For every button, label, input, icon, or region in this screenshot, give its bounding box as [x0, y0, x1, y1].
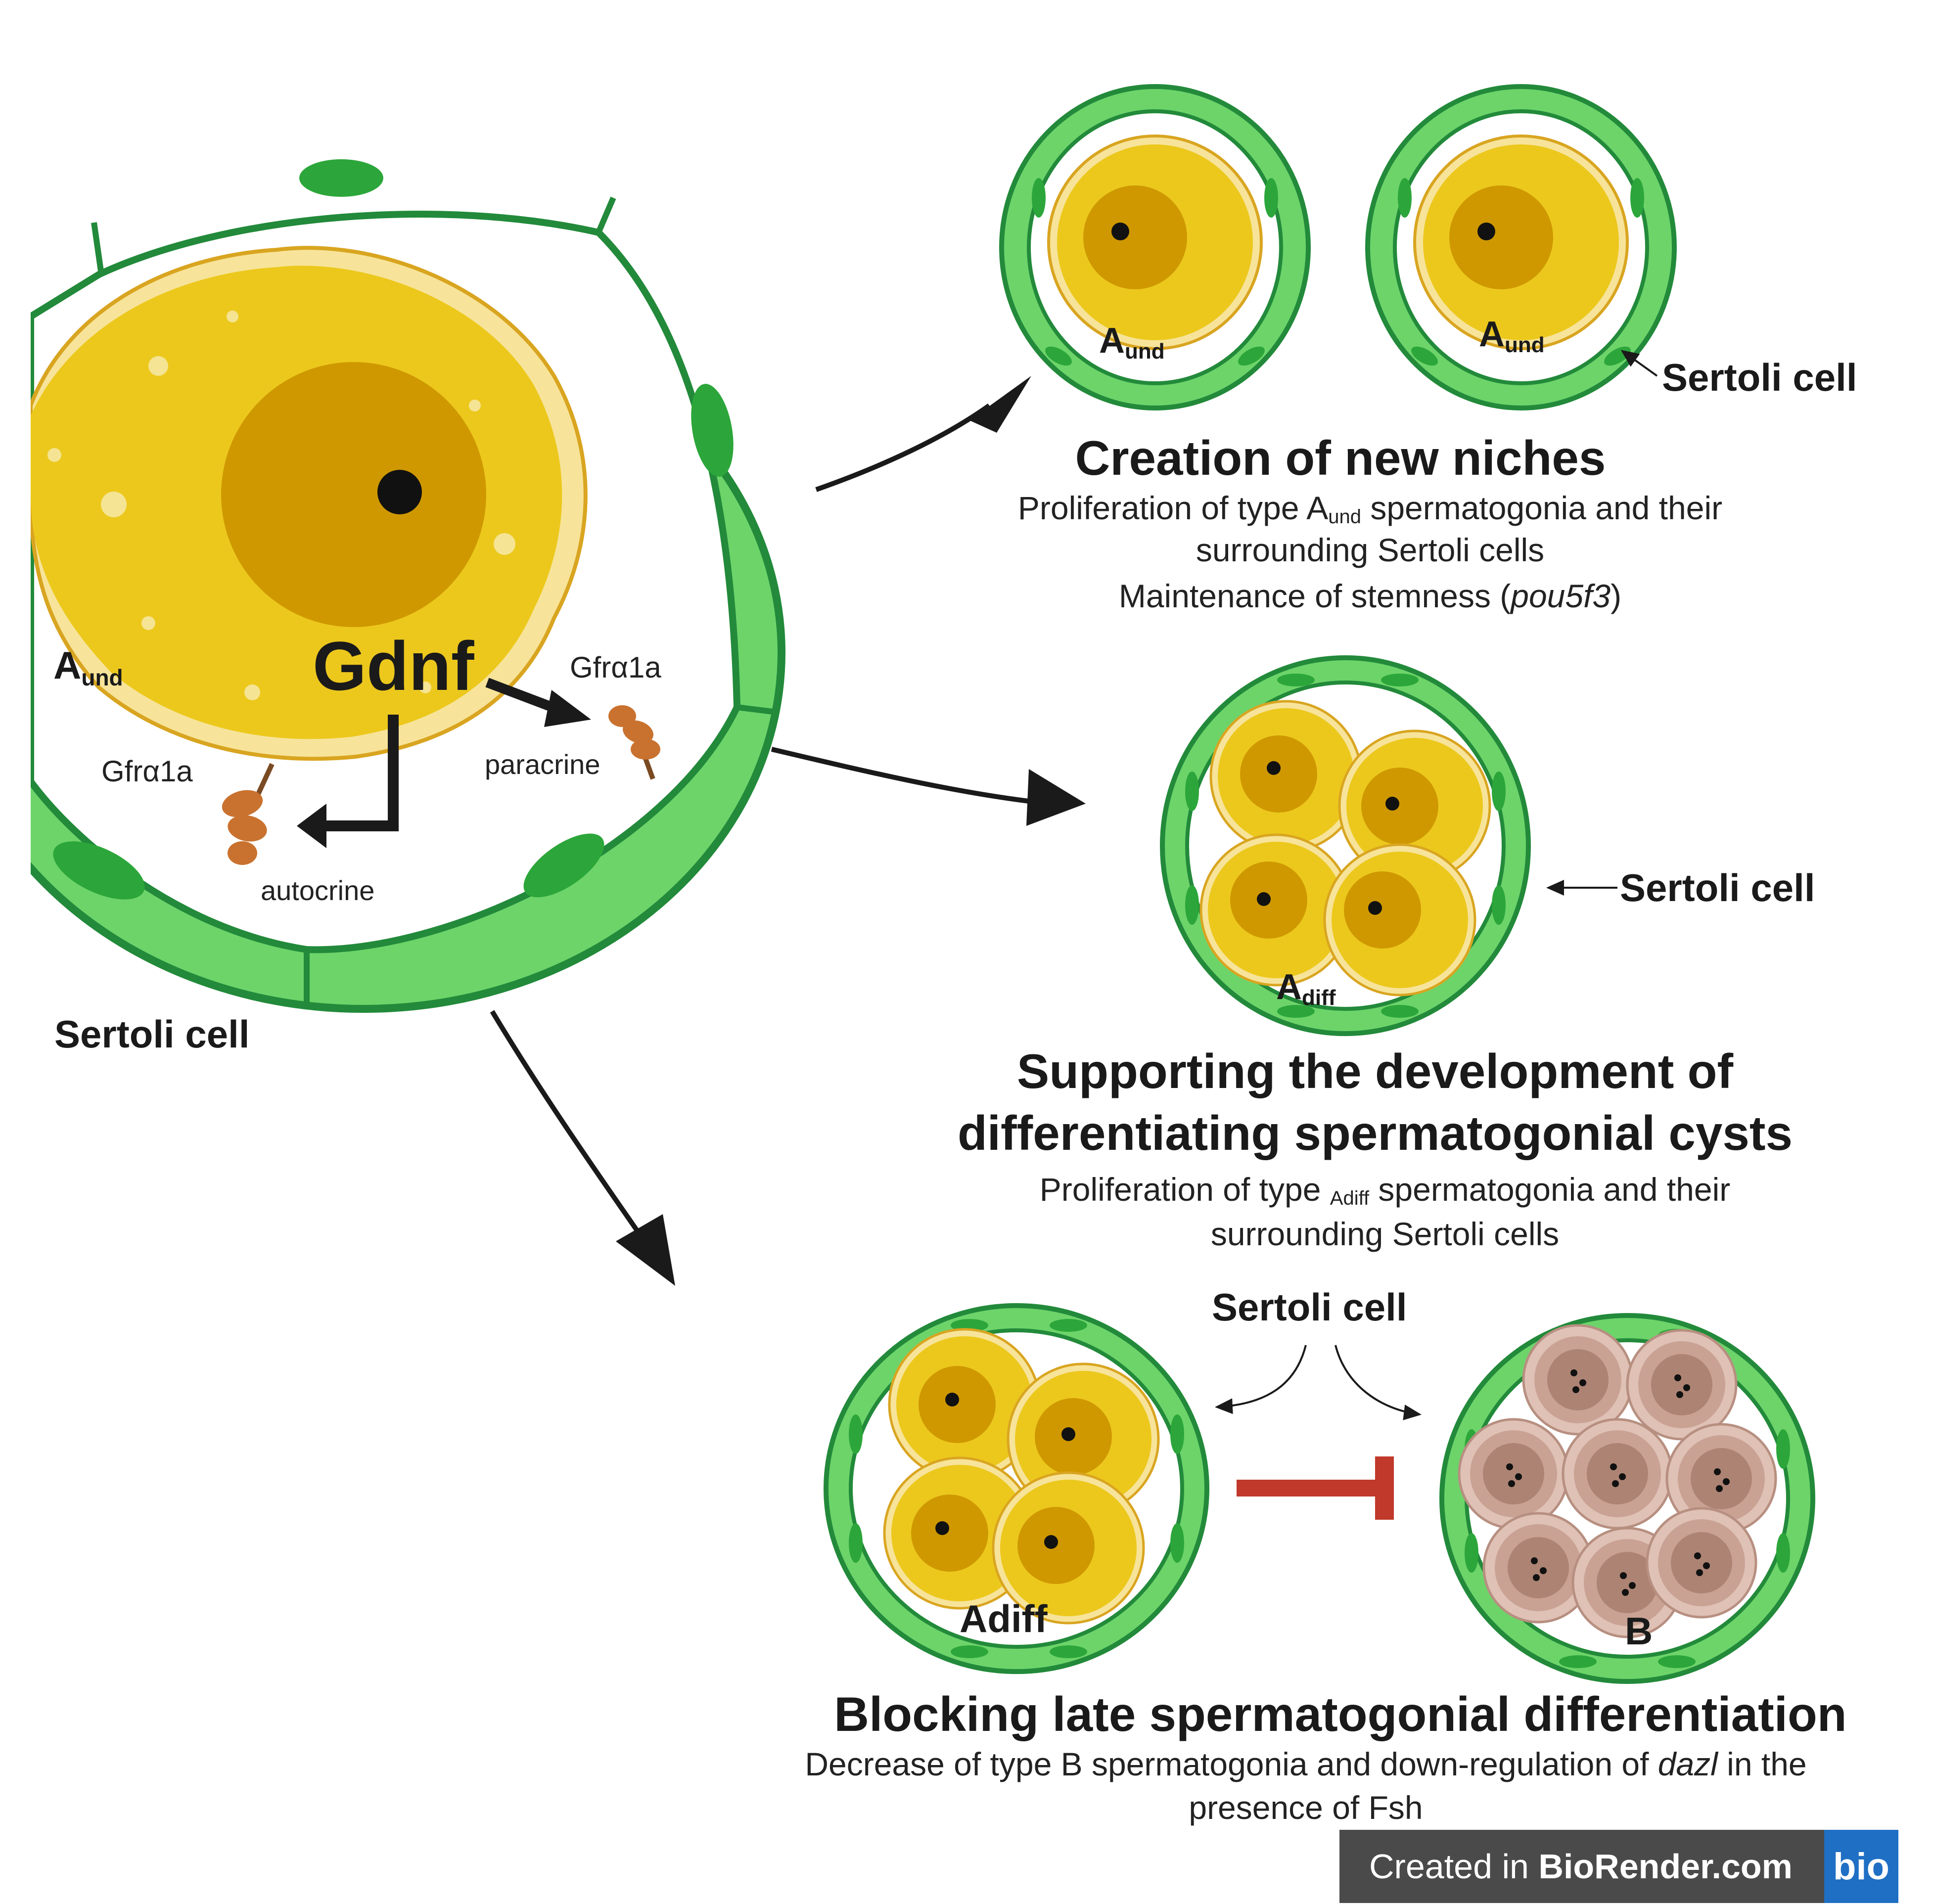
sertoli-nucleus	[523, 833, 604, 898]
adiff-cell	[992, 1471, 1145, 1625]
biorender-logo-icon: bio	[1824, 1830, 1898, 1903]
panel1-sertoli-label: Sertoli cell	[1662, 356, 1857, 399]
panel3-desc-2: presence of Fsh	[1189, 1789, 1423, 1826]
adiff-cell	[1323, 843, 1476, 997]
autocrine-arrow	[322, 715, 399, 831]
gdnf-label: Gdnf	[313, 627, 474, 705]
panel2-title-1: Supporting the development of	[1017, 1044, 1734, 1098]
b-spermatogonium	[1562, 1418, 1673, 1530]
b-spermatogonium	[1458, 1418, 1569, 1530]
paracrine-label: paracrine	[485, 749, 600, 780]
cyst-adiff-label: Adiff	[1276, 967, 1336, 1010]
arrow-to-blocking	[490, 1010, 650, 1248]
adiff-cell	[1338, 729, 1491, 883]
blocking-adiff-cyst	[824, 1303, 1209, 1674]
blocking-adiff-label: Adiff	[960, 1597, 1048, 1640]
aund-nucleolus	[377, 470, 422, 514]
niche-1	[999, 84, 1311, 410]
panel2-title-2: differentiating spermatogonial cysts	[958, 1106, 1793, 1160]
panel3-desc-1: Decrease of type B spermatogonia and dow…	[805, 1746, 1806, 1782]
biorender-text: Created in BioRender.com	[1369, 1847, 1793, 1886]
b-spermatogonium	[1522, 1324, 1634, 1436]
panel2-sertoli-label: Sertoli cell	[1620, 866, 1815, 909]
b-spermatogonium	[1626, 1329, 1738, 1441]
paracrine-arrow	[485, 678, 561, 715]
blocking-b-cyst	[1439, 1313, 1815, 1684]
panel3-title: Blocking late spermatogonial differentia…	[834, 1687, 1846, 1741]
niche-2-label: Aund	[1479, 315, 1545, 357]
sertoli-pointer-3a	[1215, 1345, 1307, 1414]
receptor-right-label: Gfrα1a	[570, 651, 661, 684]
sertoli-pointer-1	[1620, 350, 1658, 377]
arrow-to-niches	[815, 403, 991, 492]
panel3-sertoli-label: Sertoli cell	[1212, 1285, 1407, 1329]
sertoli-pointer-3b	[1335, 1345, 1422, 1420]
adiff-cell	[883, 1456, 1036, 1610]
sertoli-nucleus	[691, 384, 734, 477]
niche-2	[1365, 84, 1677, 410]
receptor-left	[222, 763, 275, 865]
panel1-desc-1: Proliferation of type Aund spermatogonia…	[1018, 490, 1722, 528]
receptor-left-label: Gfrα1a	[101, 755, 193, 788]
panel1-desc-2: surrounding Sertoli cells	[1196, 532, 1544, 568]
b-spermatogonium	[1646, 1507, 1757, 1619]
arrow-to-cysts	[771, 747, 1029, 804]
main-niche	[31, 159, 785, 1013]
blocking-b-label: B	[1625, 1609, 1653, 1653]
main-sertoli-label: Sertoli cell	[54, 1012, 250, 1056]
receptor-right	[608, 705, 660, 780]
b-spermatogonium	[1482, 1512, 1594, 1624]
panel1-title: Creation of new niches	[1075, 431, 1606, 485]
aund-label: Aund	[53, 643, 123, 690]
panel1-desc-3: Maintenance of stemness (pou5f3)	[1119, 578, 1621, 614]
sertoli-nucleus	[53, 841, 145, 900]
niche-1-label: Aund	[1099, 321, 1165, 363]
adiff-cell	[1209, 700, 1363, 853]
adiff-cell	[1199, 833, 1353, 987]
cyst-adiff	[1160, 655, 1531, 1036]
inhibition-symbol	[1237, 1456, 1394, 1520]
aund-nucleus	[221, 362, 486, 627]
panel2-desc-1: Proliferation of type Adiff spermatogoni…	[1040, 1171, 1730, 1209]
biorender-badge[interactable]: Created in BioRender.com bio	[1339, 1830, 1898, 1903]
autocrine-label: autocrine	[261, 875, 374, 906]
b-spermatogonium	[1665, 1423, 1777, 1535]
panel2-desc-2: surrounding Sertoli cells	[1211, 1216, 1559, 1252]
sertoli-nucleus	[299, 159, 383, 197]
